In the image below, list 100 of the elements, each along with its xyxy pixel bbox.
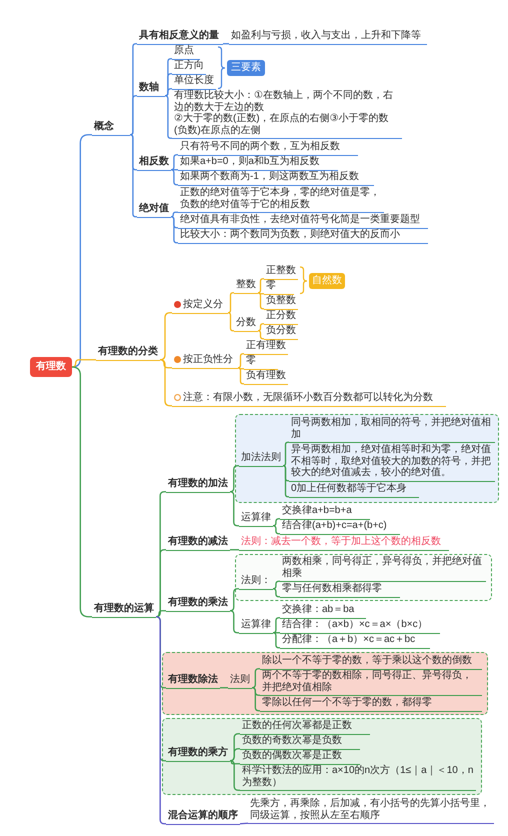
topic [280,520,400,534]
topic [280,505,370,520]
group-boundary [235,414,499,503]
topic-label: 概念 [94,121,115,132]
topic [264,280,294,294]
topic [178,156,338,170]
topic [92,121,130,136]
topic-label: 交换律：ab＝ba [282,604,356,616]
topic [234,317,258,332]
connector [258,292,264,294]
connector [170,216,178,244]
group-boundary [235,554,492,601]
connector [258,323,264,332]
topic [166,747,230,762]
topic-label: 零 [246,355,257,366]
connector [156,610,166,618]
topic-label: 只有符号不同的两个数，互为相反数 [180,141,341,152]
topic [137,203,171,218]
topic-label: ②大于零的数(正数)，在原点的右侧③小于零的数(负数)在原点的左侧 [174,113,390,136]
connector [272,525,280,534]
connector [130,95,137,136]
topic-label: 正数的任何次幂都是正数 [242,720,353,732]
topic-label: 有理数的减法 [168,536,228,548]
topic-label: 法则：减去一个数，等于加上这个数的相反数 [241,536,442,548]
connector [238,367,244,370]
topic [260,655,482,670]
topic-label: 两数相乘，同号得正，异号得负，并把绝对值相乘 [282,556,483,579]
connector [252,687,260,712]
connector [272,588,280,598]
topic [280,583,400,598]
topic-label: 零除以任何一个不等于零的数，都得零 [262,697,433,708]
topic [239,536,449,550]
topic-label: 有理数的乘方 [168,747,228,758]
topic [260,697,482,712]
topic [137,30,223,44]
topic-label: 按定义分 [183,299,223,310]
topic-label: 0加上任何数都等于它本身 [291,483,408,494]
topic [172,60,206,74]
topic [260,670,482,696]
topic-label: 正整数 [266,265,296,276]
topic-label: 相反数 [139,156,169,168]
topic [234,279,258,294]
topic-label: 自然数 [312,275,342,287]
topic-label: 有理数 [36,361,66,373]
connector [252,668,260,688]
topic-label: 有理数的运算 [94,603,154,614]
topic-label: 分配律：（a＋b）×c＝ac＋bc [282,634,416,646]
connector [258,292,264,310]
topic [172,90,402,139]
topic [239,575,273,590]
connector [272,580,280,590]
topic-label: 绝对值 [139,203,169,214]
topic-label: 有理数比较大小：①在数轴上，两个不同的数，右边的数大于左边的数 [174,90,394,112]
topic-label: 科学计数法的应用：a×10的n次方（1≤｜a｜＜10，n为整数） [242,765,474,788]
topic-label: 运算律 [241,512,271,524]
connector [164,95,172,139]
topic-label: 负数的偶数次幂是正数 [242,750,343,762]
topic [280,634,430,648]
topic [228,674,252,688]
topic-label: 负分数 [266,325,296,336]
summary-box [227,60,265,76]
connector [230,760,240,764]
topic [178,214,428,228]
connector [160,312,172,360]
topic-label: 结合律：（a×b）×c＝a×（b×c） [282,619,429,630]
topic-label: 三要素 [231,62,261,74]
topic [178,229,428,244]
topic [240,720,370,734]
group-boundary [162,652,488,715]
topic-label: 同号两数相加，取相同的符号，并把绝对值相加 [291,417,492,440]
topic-label: 绝对值具有非负性，去绝对值符号化简是一类重要题型 [180,214,421,226]
topic [229,30,427,44]
topic [280,604,366,618]
topic-label: 两个不等于零的数相除，同号得正、异号得负，并把绝对值相除 [262,670,473,693]
topic [239,512,273,526]
topic-label: 零与任何数相乘都得零 [282,583,383,594]
connector [160,359,172,368]
topic [240,750,360,764]
group-boundary [162,718,482,795]
topic-label: 如果a+b=0，则a和b互为相反数 [180,156,320,168]
connector [238,353,244,368]
topic [172,75,216,90]
topic-label: 异号两数相加，绝对值相等时和为零，绝对值不相等时，取绝对值较大的加数的符号，并把较大的绝对值减去，较小的绝对值。 [291,444,492,478]
connector [170,154,178,170]
connector [228,312,234,332]
topic [244,340,288,354]
connector [228,292,234,314]
connector [240,822,248,824]
topic [166,597,230,612]
connector [230,549,239,550]
topic-label: 注意：有限小数，无限循环小数百分数都可以转化为分数 [183,392,433,404]
topic [240,735,360,750]
topic [137,156,171,170]
topic-label: 负整数 [266,295,296,306]
connector [230,610,239,634]
connector [72,359,96,368]
topic [96,346,160,360]
topic-label: 正分数 [266,310,296,322]
connector [230,588,239,612]
topic-label: 分数 [236,317,256,328]
